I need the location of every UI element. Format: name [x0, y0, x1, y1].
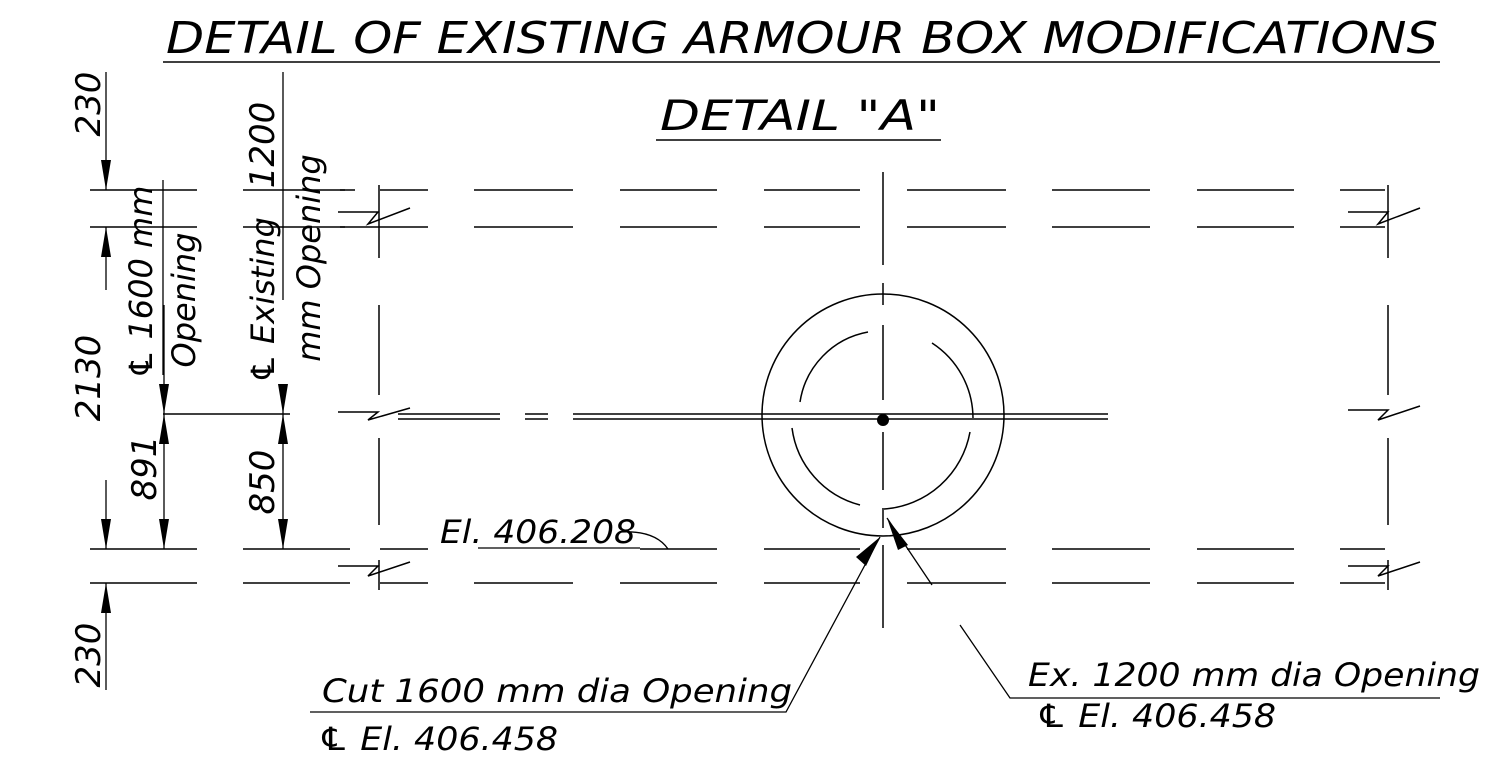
break-symbols	[338, 207, 1421, 577]
dim-2130: 2130	[69, 335, 109, 422]
dim-891: 891	[125, 436, 165, 501]
drawing-title: DETAIL OF EXISTING ARMOUR BOX MODIFICATI…	[166, 13, 1438, 64]
cut-opening-callout-line1: Cut 1600 mm dia Opening	[322, 672, 792, 710]
dim-top-230: 230	[69, 72, 109, 137]
cut-1600-opening-circle	[761, 293, 1005, 537]
dimension-line-left	[101, 72, 169, 690]
dim-850: 850	[243, 450, 283, 515]
center-point	[877, 414, 889, 426]
existing-opening-callout-line2: ℄ El. 406.458	[1036, 697, 1276, 735]
existing-opening-callout-line1: Ex. 1200 mm dia Opening	[1028, 656, 1480, 694]
dim-1200: 1200	[243, 102, 283, 189]
existing-opening-leader	[886, 517, 1440, 699]
cut-opening-leader	[310, 536, 881, 713]
cl-existing-label-line1: ℄ Existing	[244, 217, 282, 383]
elevation-label: El. 406.208	[440, 513, 636, 551]
cl-1600-opening-label-line1: ℄ 1600 mm	[122, 186, 160, 379]
bottom-wall-lines	[380, 548, 1385, 584]
top-wall-lines	[340, 189, 1385, 228]
elevation-leader	[619, 531, 669, 550]
cl-1600-opening-label-line2: Opening	[165, 233, 203, 368]
existing-1200-opening-arcs	[791, 331, 974, 510]
horizontal-center-line	[163, 413, 1108, 420]
cut-opening-callout-line2: ℄ El. 406.458	[318, 720, 558, 758]
detail-subtitle: DETAIL "A"	[660, 91, 940, 140]
dim-bottom-230: 230	[69, 623, 109, 688]
side-wall-lines	[378, 185, 1389, 590]
cl-existing-label-line2: mm Opening	[290, 154, 328, 361]
extension-lines-left	[90, 189, 350, 584]
dimension-line-inner	[278, 72, 288, 549]
